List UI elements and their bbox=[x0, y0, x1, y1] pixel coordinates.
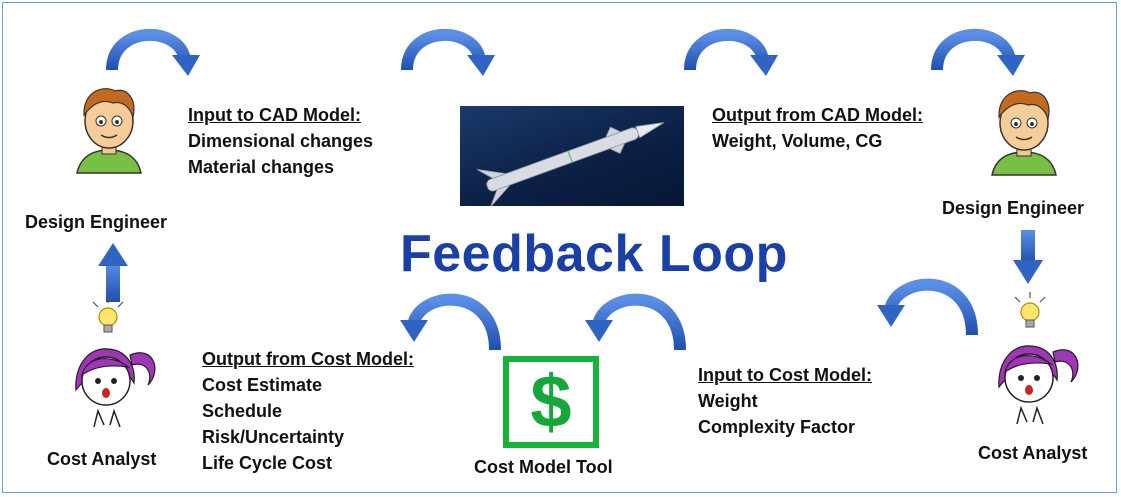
curved-arrow-icon bbox=[400, 293, 501, 351]
engineer-avatar-icon bbox=[991, 90, 1057, 176]
block-item: Cost Estimate bbox=[202, 375, 323, 395]
lightbulb-icon bbox=[1014, 292, 1046, 328]
curved-arrow-icon bbox=[401, 28, 495, 76]
block-item: Complexity Factor bbox=[698, 417, 856, 437]
block-input-cost: Input to Cost Model: Weight Complexity F… bbox=[698, 362, 872, 440]
block-output-cad: Output from CAD Model: Weight, Volume, C… bbox=[712, 102, 923, 154]
dollar-glyph: $ bbox=[530, 360, 572, 443]
rocket-image-icon bbox=[460, 106, 684, 208]
block-item: Weight, Volume, CG bbox=[712, 131, 883, 151]
block-item: Material changes bbox=[188, 157, 335, 177]
block-header: Input to Cost Model: bbox=[698, 365, 872, 385]
block-header: Output from CAD Model: bbox=[712, 105, 923, 125]
label-design-engineer-left: Design Engineer bbox=[25, 212, 168, 232]
label-cost-model-tool: Cost Model Tool bbox=[474, 457, 613, 477]
engineer-avatar-icon bbox=[76, 88, 142, 174]
block-item: Schedule bbox=[202, 401, 283, 421]
block-header: Output from Cost Model: bbox=[202, 349, 414, 369]
block-output-cost: Output from Cost Model: Cost Estimate Sc… bbox=[202, 346, 414, 476]
dollar-sign-icon: $ bbox=[503, 356, 599, 448]
label-cost-analyst-right: Cost Analyst bbox=[978, 443, 1088, 463]
block-input-cad: Input to CAD Model: Dimensional changes … bbox=[188, 102, 373, 180]
label-design-engineer-right: Design Engineer bbox=[942, 198, 1085, 218]
curved-arrow-icon bbox=[585, 293, 686, 351]
curved-arrow-icon bbox=[684, 28, 778, 76]
lightbulb-icon bbox=[92, 297, 124, 333]
analyst-avatar-icon bbox=[75, 348, 156, 428]
analyst-avatar-icon bbox=[998, 345, 1079, 425]
diagram-title: Feedback Loop bbox=[400, 225, 788, 283]
down-arrow-icon bbox=[1013, 230, 1043, 284]
curved-arrow-icon bbox=[877, 278, 978, 336]
label-cost-analyst-left: Cost Analyst bbox=[47, 449, 157, 469]
curved-arrow-icon bbox=[931, 28, 1025, 76]
block-header: Input to CAD Model: bbox=[188, 105, 361, 125]
block-item: Dimensional changes bbox=[188, 131, 374, 151]
block-item: Weight bbox=[698, 391, 758, 411]
block-item: Risk/Uncertainty bbox=[202, 427, 345, 447]
curved-arrow-icon bbox=[106, 28, 200, 76]
up-arrow-icon bbox=[98, 243, 128, 302]
block-item: Life Cycle Cost bbox=[202, 453, 333, 473]
